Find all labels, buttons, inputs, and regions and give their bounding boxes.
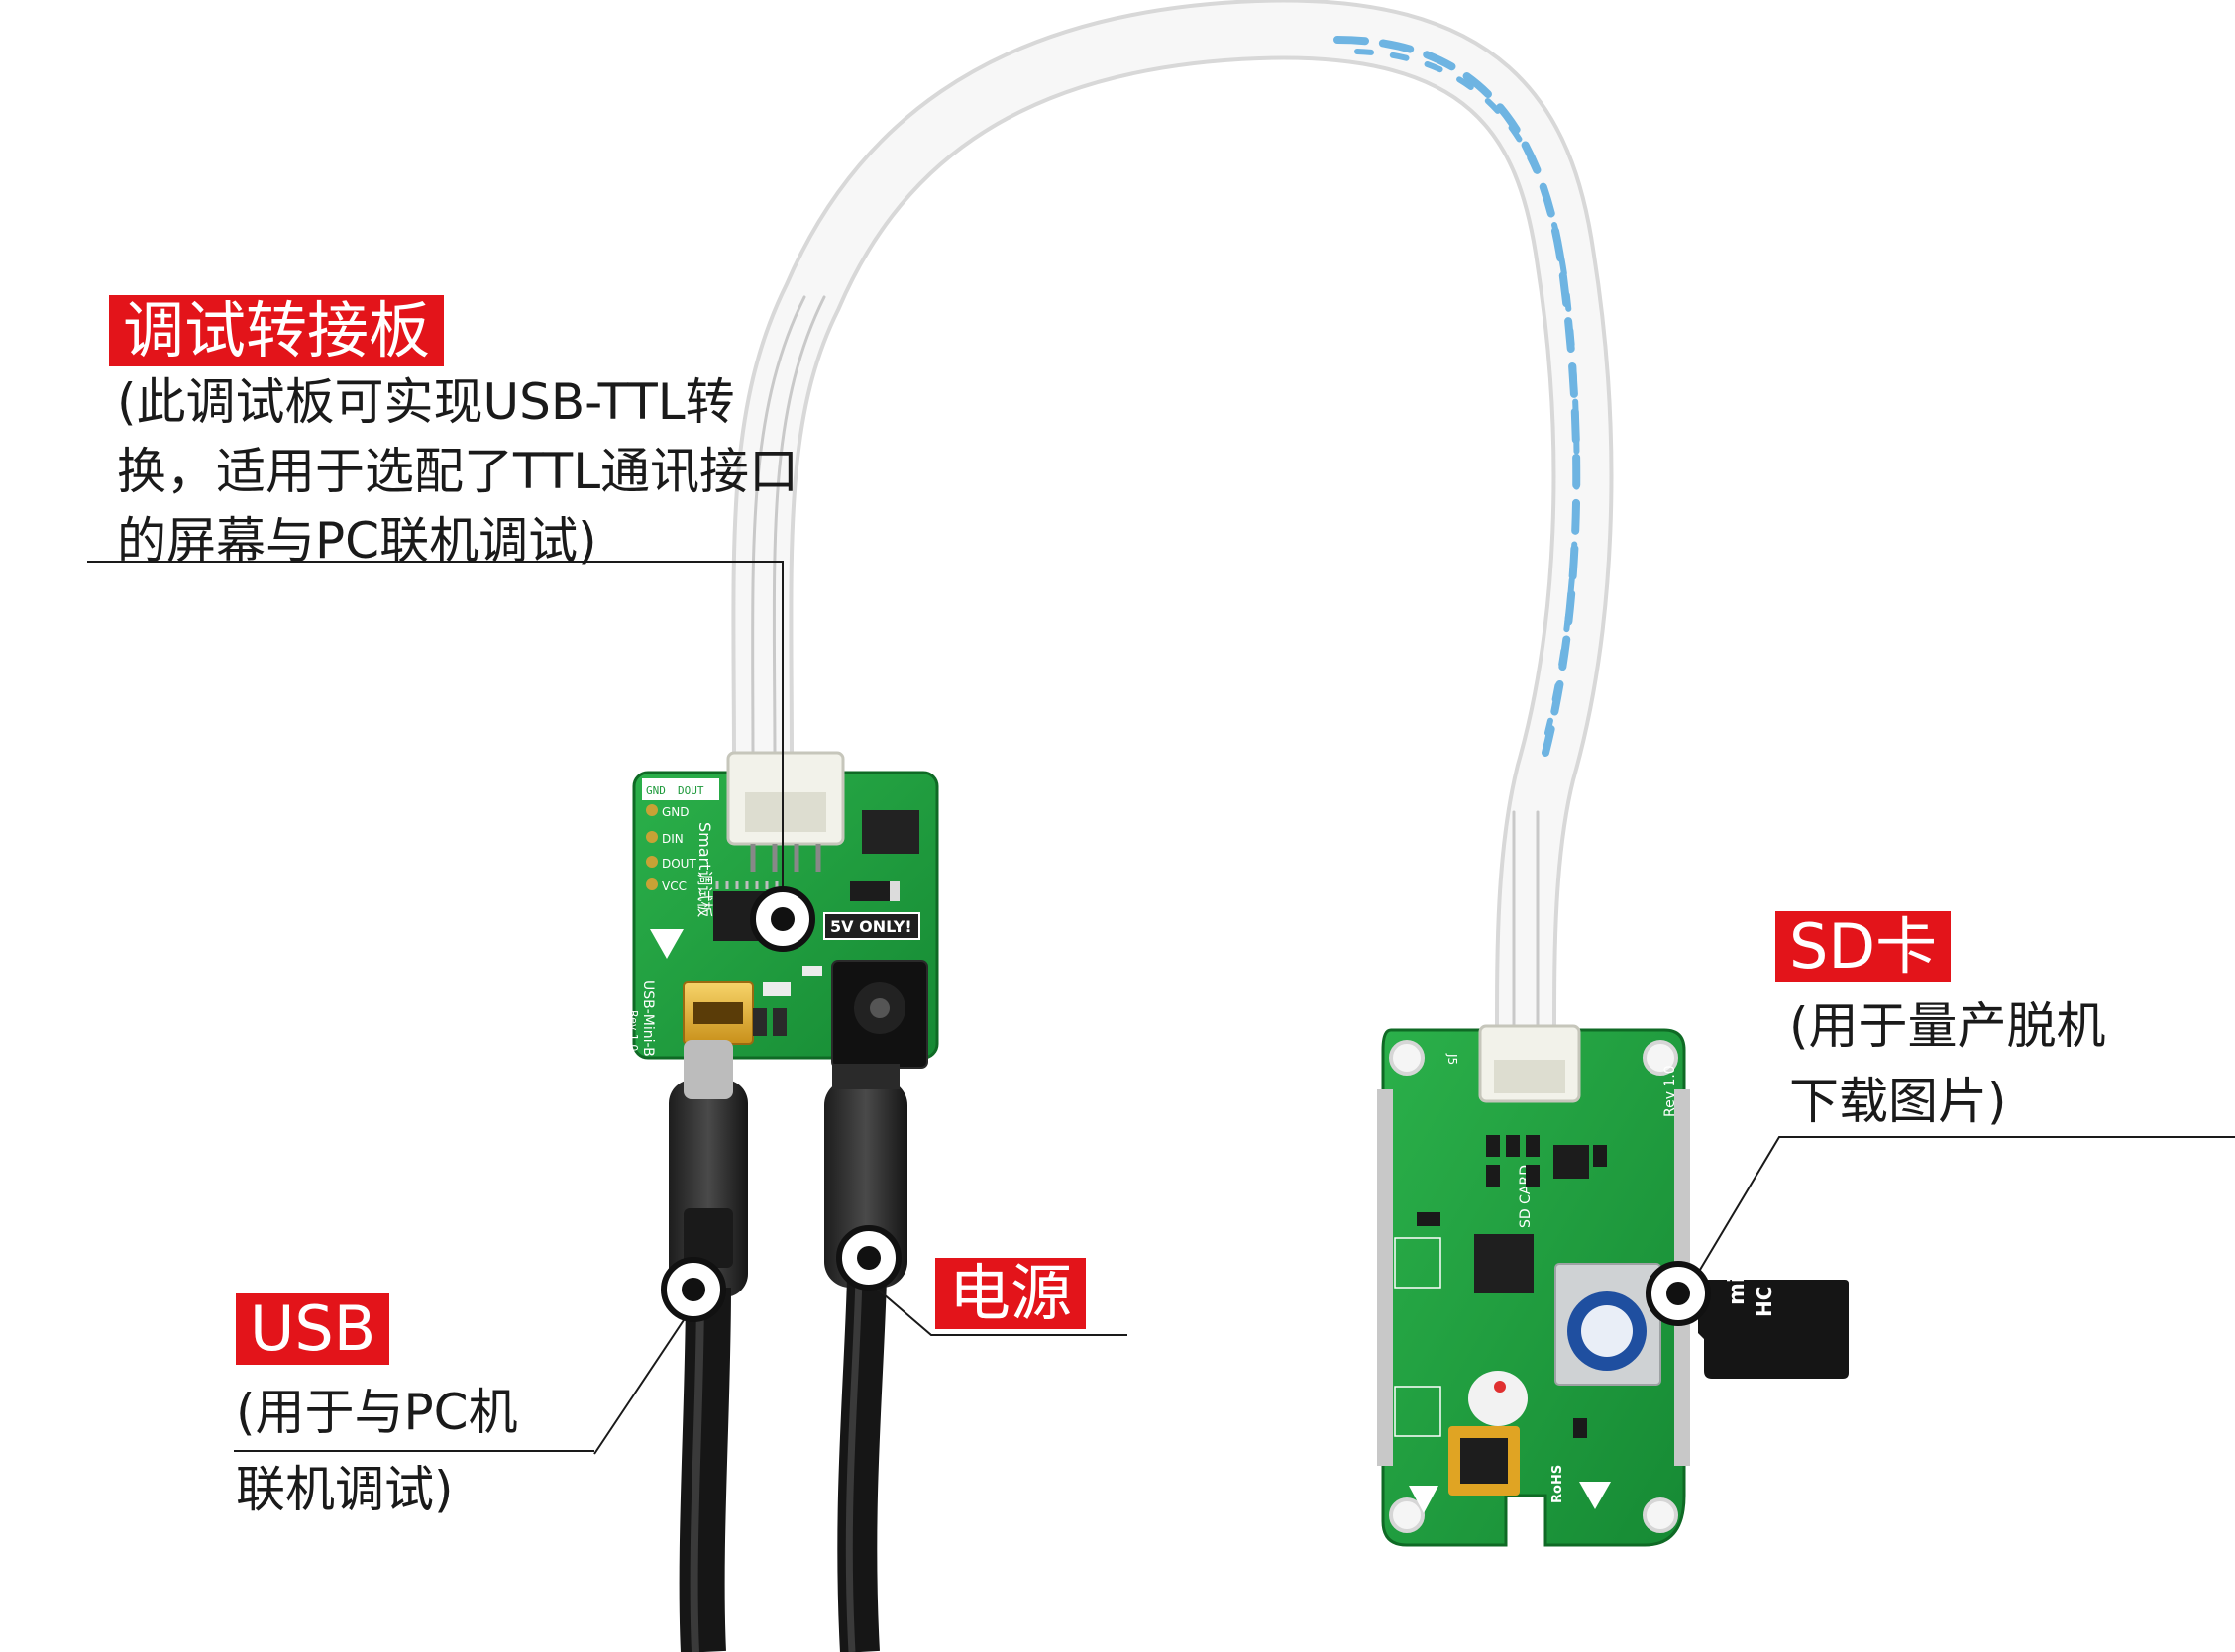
callout-sd-card-line-2: 下载图片) — [1789, 1073, 2007, 1130]
callout-lines — [87, 561, 2235, 1455]
callout-debug-board-line-1: (此调试板可实现USB-TTL转 — [117, 373, 735, 431]
board-title: Smart调试板 — [695, 822, 714, 917]
small-board-rev: Rev 1.0 — [627, 1010, 640, 1051]
marker-power — [836, 1225, 902, 1291]
top-pin-label-gnd: GND — [646, 784, 666, 797]
callout-markers — [661, 886, 1711, 1326]
marker-sd-card — [1646, 1261, 1711, 1326]
ribbon-cable — [731, 0, 1614, 1061]
usb-port-label: USB-Mini-B — [640, 981, 656, 1057]
pin-label-gnd: GND — [662, 805, 690, 819]
warning-label: 5V ONLY! — [830, 917, 912, 936]
callout-debug-board-tag: 调试转接板 — [109, 295, 445, 366]
rohs-mark: RoHS — [1550, 1465, 1565, 1503]
pin-label-dout: DOUT — [662, 857, 696, 871]
callout-debug-board-line-2: 换，适用于选配了TTL通讯接口 — [117, 443, 799, 500]
sd-capacity-mark: HC — [1753, 1287, 1776, 1317]
marker-debug-board — [750, 886, 815, 952]
usb-cable — [669, 1040, 748, 1652]
marker-usb — [661, 1257, 726, 1322]
power-cable — [824, 1064, 907, 1652]
callout-sd-card-tag: SD卡 — [1775, 911, 1952, 982]
callout-usb-line-1: (用于与PC机 — [236, 1384, 518, 1441]
pin-label-din: DIN — [662, 832, 684, 846]
top-pin-label-dout: DOUT — [678, 784, 704, 797]
callout-sd-card-line-1: (用于量产脱机 — [1789, 997, 2106, 1055]
main-board: J5 SD CARD Rev 1.0 RoHS — [1377, 1024, 1690, 1547]
callout-debug-board-line-3: 的屏幕与PC联机调试) — [117, 512, 597, 569]
connector-label: J5 — [1445, 1053, 1459, 1065]
sd-brand: micro — [1725, 1237, 1750, 1305]
main-board-rev: Rev 1.0 — [1662, 1065, 1678, 1117]
callout-usb-tag: USB — [236, 1293, 390, 1365]
callout-power-tag: 电源 — [935, 1258, 1087, 1329]
pin-label-vcc: VCC — [662, 879, 687, 893]
callout-usb-line-2: 联机调试) — [236, 1461, 454, 1518]
micro-sd-card: micro HC — [1698, 1237, 1849, 1379]
